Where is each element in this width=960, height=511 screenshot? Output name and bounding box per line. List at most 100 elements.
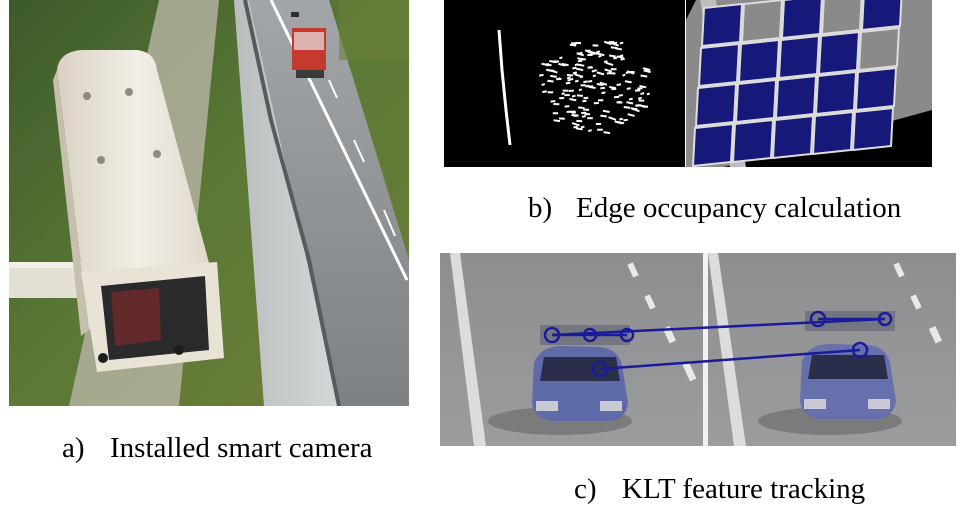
- edge-pixel: [642, 105, 649, 108]
- occupancy-cell: [857, 26, 901, 72]
- edge-pixel: [610, 68, 617, 71]
- edge-pixel: [626, 71, 633, 74]
- edge-pixel: [587, 53, 593, 56]
- edge-pixel: [578, 88, 583, 92]
- edge-pixel: [561, 62, 569, 67]
- caption-c-letter: c): [574, 473, 597, 505]
- edge-pixel: [553, 103, 560, 106]
- occupancy-cell: [777, 34, 821, 80]
- edge-pixel: [624, 80, 632, 84]
- edge-pixel: [577, 63, 585, 67]
- edge-pixel: [602, 109, 610, 113]
- edge-pixel: [577, 59, 583, 63]
- edge-pixel: [629, 71, 635, 74]
- edge-pixel: [643, 69, 651, 74]
- edge-pixel: [569, 43, 577, 47]
- edge-pixel: [553, 119, 561, 123]
- occupancy-cell: [811, 110, 855, 156]
- edge-pixel: [619, 117, 624, 121]
- edge-pixel: [616, 83, 622, 86]
- edge-pixel: [613, 56, 618, 60]
- edge-pixel: [558, 117, 565, 120]
- edge-pixel: [596, 52, 605, 57]
- edge-pixel: [572, 66, 577, 70]
- edge-pixel: [545, 68, 553, 72]
- edge-pixel: [573, 125, 578, 129]
- edge-pixel: [610, 46, 618, 49]
- edge-pixel: [596, 50, 601, 54]
- edge-pixel: [569, 77, 574, 81]
- edge-pixel: [576, 94, 583, 97]
- edge-pixel: [580, 125, 585, 129]
- caption-b: b)Edge occupancy calculation: [528, 194, 901, 223]
- edge-pixel: [590, 51, 598, 55]
- occupancy-cell: [851, 106, 895, 152]
- edge-pixel: [547, 91, 554, 94]
- edge-pixel: [566, 110, 572, 113]
- edge-pixel: [627, 113, 635, 117]
- edge-pixel: [608, 41, 615, 44]
- caption-a: a)Installed smart camera: [62, 434, 373, 463]
- edge-pixel: [604, 68, 613, 73]
- edge-pixel: [571, 114, 578, 117]
- edge-pixel: [637, 87, 643, 90]
- edge-pixel: [630, 107, 638, 111]
- edge-pixel: [595, 122, 602, 125]
- edge-pixel: [541, 62, 549, 66]
- occupancy-cell: [854, 66, 898, 112]
- edge-pixel: [616, 101, 623, 104]
- edge-pixel: [580, 84, 586, 87]
- occupancy-cell: [697, 42, 741, 88]
- edge-pixel: [583, 80, 588, 84]
- occupancy-cell: [694, 82, 738, 128]
- edge-pixel: [559, 96, 565, 100]
- edge-pixel: [608, 54, 616, 58]
- edge-pixel: [542, 90, 547, 93]
- occupancy-cell: [817, 30, 861, 76]
- occupancy-cell: [740, 0, 784, 44]
- edge-pixel: [581, 114, 586, 118]
- edge-pixel: [587, 117, 593, 120]
- edge-pixel: [576, 52, 585, 57]
- edge-pixel: [552, 112, 559, 115]
- edge-pixel: [608, 116, 617, 121]
- edge-pixel: [579, 75, 584, 79]
- caption-b-text: Edge occupancy calculation: [576, 192, 902, 224]
- edge-pixel: [613, 95, 620, 99]
- edge-pixel: [609, 72, 616, 75]
- edge-pixel: [623, 118, 628, 122]
- edge-pixel: [642, 67, 651, 71]
- edge-pixel: [550, 74, 557, 78]
- edge-pixel: [601, 91, 606, 95]
- edge-pixel: [610, 42, 620, 47]
- edge-pixel: [584, 113, 590, 116]
- edge-pixel: [623, 105, 631, 109]
- edge-pixel: [603, 40, 612, 46]
- edge-pixel: [578, 106, 585, 110]
- edge-pixel: [566, 76, 571, 80]
- edge-pixel: [569, 97, 577, 102]
- edge-pixel: [571, 111, 577, 114]
- edge-pixel: [582, 99, 587, 103]
- edge-pixel: [620, 57, 625, 61]
- edge-pixel: [573, 71, 578, 75]
- edge-pixel: [626, 87, 631, 90]
- occupancy-grid-image: [686, 0, 932, 167]
- edge-pixel: [566, 74, 574, 77]
- edge-pixel: [596, 71, 605, 76]
- edge-pixel: [571, 122, 580, 127]
- edge-pixel: [570, 42, 577, 45]
- edge-pixel: [611, 87, 617, 91]
- edge-pixel: [561, 92, 565, 96]
- occupancy-cell: [780, 0, 823, 40]
- edge-pixel: [546, 64, 552, 67]
- edge-pixel: [592, 69, 598, 73]
- caption-c: c) KLT feature tracking: [574, 475, 865, 504]
- caption-c-text: KLT feature tracking: [622, 473, 866, 505]
- edge-pixel: [618, 93, 623, 97]
- edge-pixel: [549, 59, 557, 64]
- edge-pixel: [575, 127, 583, 131]
- edge-pixel: [603, 131, 611, 135]
- edge-pixel: [578, 51, 583, 55]
- occupancy-cell: [700, 2, 744, 48]
